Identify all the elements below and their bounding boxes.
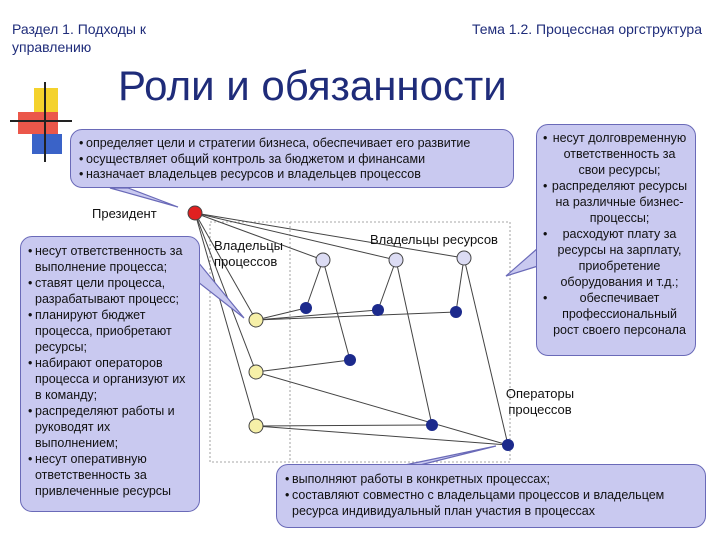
operator-node [300,302,312,314]
operators-duties-callout: выполняют работы в конкретных процессах;… [276,464,706,528]
operator-node [426,419,438,431]
topic-header: Тема 1.2. Процессная оргструктура [471,21,702,37]
list-item: назначает владельцев ресурсов и владельц… [79,167,505,183]
operators-label: Операторы процессов [505,386,575,417]
operator-node [344,354,356,366]
list-item: распределяют работы и руководят их выпол… [28,403,193,451]
process-owner-node [248,418,264,434]
resource-owners-duties-callout: несут долговременную ответственность за … [536,124,696,356]
resource-owner-node [388,252,404,268]
list-item: несут долговременную ответственность за … [543,130,689,178]
operator-node [502,439,514,451]
page-title: Роли и обязанности [118,62,507,109]
list-item: осуществляет общий контроль за бюджетом … [79,152,505,168]
list-item: составляют совместно с владельцами проце… [285,487,697,519]
list-item: обеспечивает профессиональный рост своег… [543,290,689,338]
process-owners-duties-callout: несут ответственность за выполнение проц… [20,236,200,512]
president-node [187,205,203,221]
resource-owners-label: Владельцы ресурсов [370,232,498,247]
list-item: расходуют плату за ресурсы на зарплату, … [543,226,689,290]
resource-owner-node [315,252,331,268]
president-duties-callout: определяет цели и стратегии бизнеса, обе… [70,129,514,188]
process-owner-node [248,312,264,328]
decorative-logo [10,82,72,162]
section-header: Раздел 1. Подходы к управлению [12,21,147,55]
president-label: Президент [92,206,157,221]
list-item: определяет цели и стратегии бизнеса, обе… [79,136,505,152]
list-item: несут оперативную ответственность за при… [28,451,193,499]
list-item: набирают операторов процесса и организую… [28,355,193,403]
process-owners-label: Владельцы процессов [214,238,284,269]
list-item: выполняют работы в конкретных процессах; [285,471,697,487]
list-item: ставят цели процесса, разрабатывают проц… [28,275,193,307]
list-item: несут ответственность за выполнение проц… [28,243,193,275]
list-item: распределяют ресурсы на различные бизнес… [543,178,689,226]
process-owner-node [248,364,264,380]
operator-node [450,306,462,318]
operator-node [372,304,384,316]
resource-owner-node [456,250,472,266]
list-item: планируют бюджет процесса, приобретают р… [28,307,193,355]
